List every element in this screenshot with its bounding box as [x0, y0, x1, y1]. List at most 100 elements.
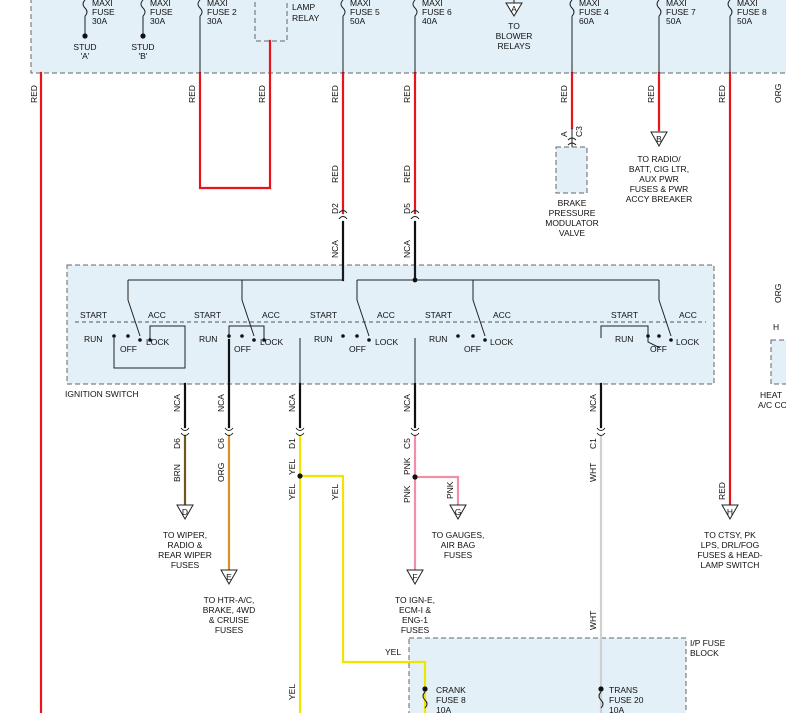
svg-text:FUSE 5: FUSE 5	[350, 7, 380, 17]
svg-text:MAXI: MAXI	[92, 0, 113, 8]
svg-text:FUSE 20: FUSE 20	[609, 695, 644, 705]
svg-text:YEL: YEL	[287, 684, 297, 700]
connector-b-label: B	[656, 134, 662, 144]
fuse-box	[30, 0, 786, 74]
ignition-switch-label: IGNITION SWITCH	[65, 389, 139, 399]
svg-text:FUSE 4: FUSE 4	[579, 7, 609, 17]
svg-text:RED: RED	[717, 85, 727, 103]
svg-text:I/P FUSE: I/P FUSE	[690, 638, 726, 648]
connector-f: F	[406, 569, 424, 586]
svg-text:START: START	[611, 310, 638, 320]
svg-text:STUD: STUD	[131, 42, 154, 52]
svg-text:ENG-1: ENG-1	[402, 615, 428, 625]
fuse-symbols	[82, 0, 733, 73]
svg-text:RED: RED	[646, 85, 656, 103]
svg-text:ORG: ORG	[773, 284, 783, 303]
connector-a: A	[505, 2, 523, 17]
svg-text:ACC: ACC	[262, 310, 280, 320]
svg-text:AIR BAG: AIR BAG	[441, 540, 475, 550]
svg-text:FUSES: FUSES	[215, 625, 244, 635]
svg-text:MAXI: MAXI	[207, 0, 228, 8]
svg-text:50A: 50A	[666, 16, 681, 26]
svg-text:RELAY: RELAY	[292, 13, 320, 23]
svg-text:PNK: PNK	[402, 457, 412, 475]
svg-text:TO CTSY, PK: TO CTSY, PK	[704, 530, 756, 540]
svg-text:PNK: PNK	[402, 485, 412, 503]
stud-a-dot	[82, 33, 88, 39]
svg-text:NCA: NCA	[172, 394, 182, 412]
svg-text:BATT, CIG LTR,: BATT, CIG LTR,	[629, 164, 689, 174]
svg-text:YEL: YEL	[385, 647, 401, 657]
svg-text:TO: TO	[508, 21, 520, 31]
pin-arcs	[180, 137, 606, 436]
svg-text:MAXI: MAXI	[150, 0, 171, 8]
ip-fuse-block-box	[408, 637, 687, 713]
svg-text:H: H	[773, 322, 779, 332]
svg-text:FUSES: FUSES	[444, 550, 473, 560]
svg-text:MAXI: MAXI	[422, 0, 443, 8]
svg-text:FUSE 2: FUSE 2	[207, 7, 237, 17]
svg-text:REAR WIPER: REAR WIPER	[158, 550, 212, 560]
svg-text:FUSES & HEAD-: FUSES & HEAD-	[697, 550, 762, 560]
stud-labels: STUD'A' STUD'B'	[73, 42, 154, 61]
svg-text:MAXI: MAXI	[350, 0, 371, 8]
splice-yel-ip	[422, 686, 428, 692]
svg-text:RED: RED	[29, 85, 39, 103]
svg-text:LOCK: LOCK	[146, 337, 169, 347]
svg-text:MAXI: MAXI	[737, 0, 758, 8]
pin-labels: D2 D5 D6 C6 D1 C5 C1 C3 A H	[172, 126, 779, 449]
svg-text:C6: C6	[216, 438, 226, 449]
stud-b-dot	[140, 33, 146, 39]
brake-valve-box	[555, 146, 588, 194]
svg-text:D6: D6	[172, 438, 182, 449]
wire-pnk-gauges	[413, 475, 460, 507]
svg-text:RED: RED	[402, 165, 412, 183]
svg-text:START: START	[310, 310, 337, 320]
crank-fuse-label: CRANK FUSE 8 10A	[436, 685, 466, 713]
svg-text:BRAKE, 4WD: BRAKE, 4WD	[203, 605, 255, 615]
svg-text:LOCK: LOCK	[676, 337, 699, 347]
svg-text:TO GAUGES,: TO GAUGES,	[432, 530, 485, 540]
radio-label: TO RADIO/ BATT, CIG LTR, AUX PWR FUSES &…	[626, 154, 692, 204]
svg-text:ACC: ACC	[679, 310, 697, 320]
switch-blades	[113, 299, 672, 384]
svg-text:RED: RED	[717, 482, 727, 500]
svg-text:NCA: NCA	[330, 240, 340, 258]
connector-f-label: F	[412, 572, 417, 582]
svg-text:RUN: RUN	[199, 334, 217, 344]
splice-yel	[297, 473, 303, 479]
svg-text:FUSE 7: FUSE 7	[666, 7, 696, 17]
svg-text:D1: D1	[287, 438, 297, 449]
svg-text:ORG: ORG	[216, 463, 226, 482]
svg-text:'A': 'A'	[81, 51, 90, 61]
wiper-label: TO WIPER, RADIO & REAR WIPER FUSES	[158, 530, 212, 570]
svg-text:RED: RED	[187, 85, 197, 103]
svg-text:YEL: YEL	[287, 484, 297, 500]
lamp-relay-box	[254, 0, 288, 42]
svg-text:OFF: OFF	[120, 344, 137, 354]
svg-text:YEL: YEL	[330, 484, 340, 500]
svg-text:& CRUISE: & CRUISE	[209, 615, 249, 625]
svg-text:MODULATOR: MODULATOR	[545, 218, 599, 228]
svg-text:BLOWER: BLOWER	[496, 31, 533, 41]
svg-text:C1: C1	[588, 438, 598, 449]
wire-yel-crank	[298, 474, 427, 713]
svg-text:RUN: RUN	[615, 334, 633, 344]
svg-text:TO WIPER,: TO WIPER,	[163, 530, 207, 540]
svg-text:LOCK: LOCK	[490, 337, 513, 347]
svg-text:OFF: OFF	[349, 344, 366, 354]
svg-text:LPS, DRL/FOG: LPS, DRL/FOG	[701, 540, 760, 550]
heat-label: HEAT A/C CO	[758, 390, 786, 410]
svg-text:50A: 50A	[737, 16, 752, 26]
connector-a-label: A	[511, 4, 517, 14]
svg-text:A/C CO: A/C CO	[758, 400, 786, 410]
svg-text:A: A	[559, 131, 569, 137]
svg-text:TO RADIO/: TO RADIO/	[637, 154, 681, 164]
svg-text:TO IGN-E,: TO IGN-E,	[395, 595, 435, 605]
svg-text:RELAYS: RELAYS	[498, 41, 531, 51]
svg-text:MAXI: MAXI	[579, 0, 600, 8]
svg-text:AUX PWR: AUX PWR	[639, 174, 679, 184]
svg-text:10A: 10A	[609, 705, 624, 713]
